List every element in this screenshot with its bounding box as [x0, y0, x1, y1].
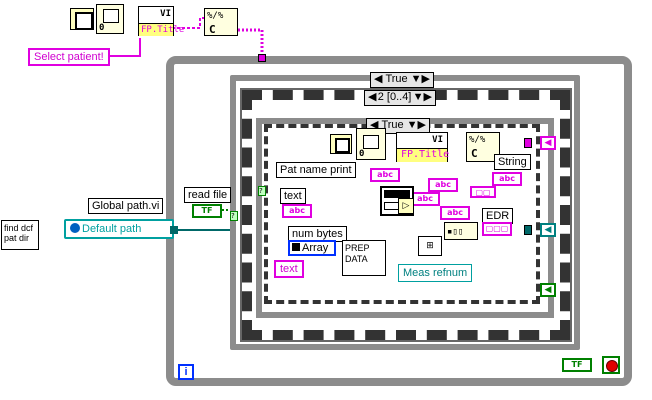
wire-to-frame	[238, 28, 264, 58]
read-file-label: read file	[184, 187, 232, 203]
format-into-string-node[interactable]: %/% C	[204, 8, 238, 36]
vi-reference-label: VI	[160, 9, 171, 19]
text-label-1: text	[280, 188, 306, 204]
read-file-bool[interactable]: TF	[192, 204, 222, 218]
text-label-2: text	[274, 260, 304, 278]
case-selector-terminal: ?	[230, 211, 238, 221]
pat-name-print-label: Pat name print	[276, 162, 356, 178]
array-control[interactable]: Array	[288, 240, 336, 256]
sequence-terminal: ?	[258, 186, 266, 196]
meas-refnum-label: Meas refnum	[398, 264, 473, 282]
shift-register-right-1[interactable]: ◀	[540, 136, 556, 150]
shift-register-right-2[interactable]: ◀	[540, 223, 556, 237]
stop-bool-constant[interactable]: TF	[562, 358, 592, 372]
sequence-selector[interactable]: ◀2 [0..4]▼▶	[364, 90, 436, 106]
inner-build-array[interactable]: 0	[356, 128, 386, 160]
edr-label: EDR	[482, 208, 514, 224]
right-tunnel-1	[524, 138, 532, 148]
compare-node[interactable]: ▷	[398, 198, 414, 214]
path-tunnel	[170, 226, 178, 234]
default-path-control[interactable]: Default path	[64, 219, 174, 239]
prep-data-subvi[interactable]: PREP DATA	[342, 240, 386, 276]
string-constant-2[interactable]: abc	[428, 178, 458, 192]
index-array-node[interactable]: ⊞	[418, 236, 442, 256]
shift-register-right-3[interactable]: ◀	[540, 283, 556, 297]
property-node-top[interactable]: VI FP.Title	[138, 6, 184, 36]
string-constant-1[interactable]: abc	[370, 168, 400, 182]
string-label: String	[494, 154, 531, 170]
find-dcf-label: find dcf pat dir	[1, 220, 39, 250]
build-array-node[interactable]: 0	[96, 4, 124, 34]
text-abc-control[interactable]: abc	[282, 204, 312, 218]
global-path-label: Global path.vi	[88, 198, 164, 214]
right-tunnel-2	[524, 225, 532, 235]
inner-property-node[interactable]: VI FP.Title	[396, 132, 449, 162]
refnum-icon	[292, 243, 300, 251]
inner-format-string-node[interactable]: %/% C	[466, 132, 500, 162]
stop-icon	[606, 360, 618, 372]
iteration-terminal: i	[178, 364, 194, 380]
file-constant-icon[interactable]	[70, 8, 94, 30]
fp-title-label: FP.Title	[141, 25, 185, 35]
string-out-node[interactable]: ▢▢▢	[482, 222, 512, 236]
inner-file-constant[interactable]	[330, 134, 352, 154]
string-constant-6[interactable]: abc	[440, 206, 470, 220]
num-bytes-label: num bytes	[288, 226, 347, 242]
stop-terminal[interactable]	[602, 356, 620, 374]
case-selector-outer[interactable]: ◀True▼▶	[370, 72, 434, 88]
select-patient-constant[interactable]: Select patient!	[28, 48, 110, 66]
wire-select-patient	[110, 38, 141, 57]
string-constant-5[interactable]: abc	[410, 192, 440, 206]
string-constant-3[interactable]: abc	[492, 172, 522, 186]
array-index-node[interactable]: ▪▯▯	[444, 222, 478, 240]
loop-frame-tunnel	[258, 54, 266, 62]
globe-icon	[70, 223, 80, 233]
string-constant-4[interactable]: ▢▢	[470, 186, 496, 198]
